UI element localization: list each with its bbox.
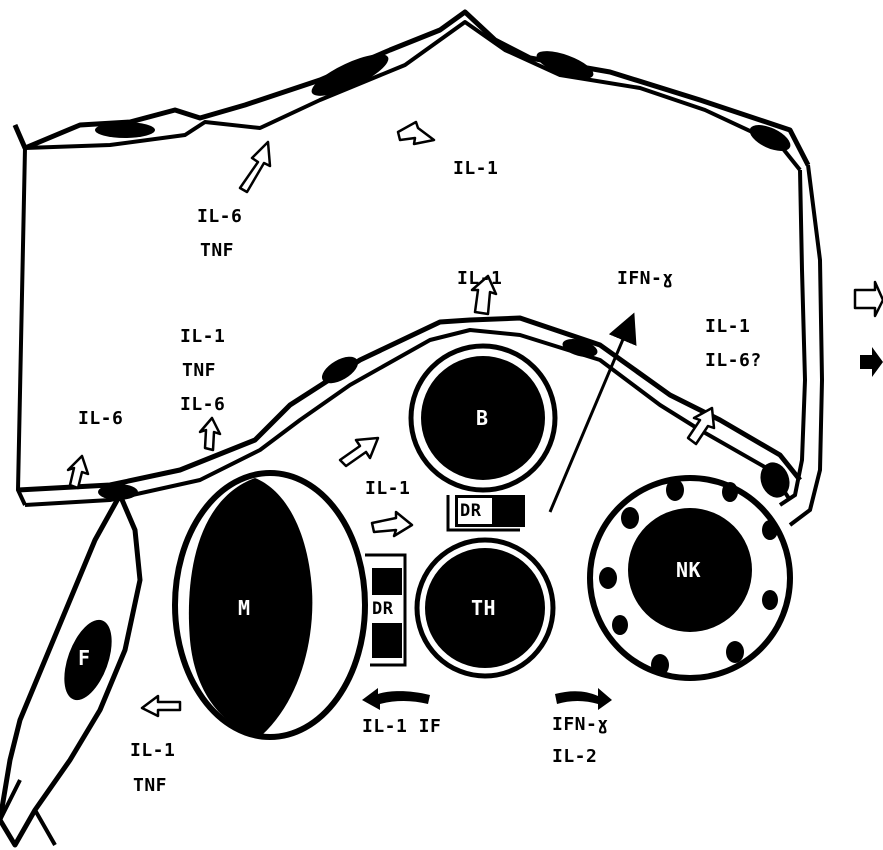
- label-cell-f: F: [78, 648, 91, 668]
- label-cell-nk: NK: [676, 560, 701, 580]
- label-il1-if: IL-1 IF: [362, 718, 441, 736]
- vessel-right-wall-inner: [780, 170, 805, 505]
- label-cell-m: M: [238, 598, 251, 618]
- label-il6-farleft: IL-6: [78, 410, 123, 428]
- label-il1-right: IL-1: [705, 318, 750, 336]
- label-dr-upper: DR: [460, 503, 481, 520]
- label-il1-bottomleft: IL-1: [130, 742, 175, 760]
- label-il1-center: IL-1: [365, 480, 410, 498]
- nucleus-1: [95, 122, 155, 138]
- label-tnf-top: TNF: [200, 242, 234, 260]
- label-il1-mid: IL-1: [457, 270, 502, 288]
- label-ifn-top: IFN-ɣ: [617, 270, 674, 288]
- label-il1-left: IL-1: [180, 328, 225, 346]
- vessel-left-edge: [15, 125, 25, 505]
- label-il1-top: IL-1: [453, 160, 498, 178]
- label-cell-th: TH: [471, 598, 496, 618]
- label-ifn-bottom: IFN-ɣ: [552, 716, 609, 734]
- label-il6-top: IL-6: [197, 208, 242, 226]
- label-cell-b: B: [476, 408, 489, 428]
- label-tnf-bottomleft: TNF: [133, 777, 167, 795]
- label-il6q-right: IL-6?: [705, 352, 762, 370]
- label-dr-lower: DR: [372, 601, 393, 618]
- label-tnf-left: TNF: [182, 362, 216, 380]
- vessel-lower-wall: [18, 318, 800, 490]
- label-il2-bottom: IL-2: [552, 748, 597, 766]
- label-il6-left: IL-6: [180, 396, 225, 414]
